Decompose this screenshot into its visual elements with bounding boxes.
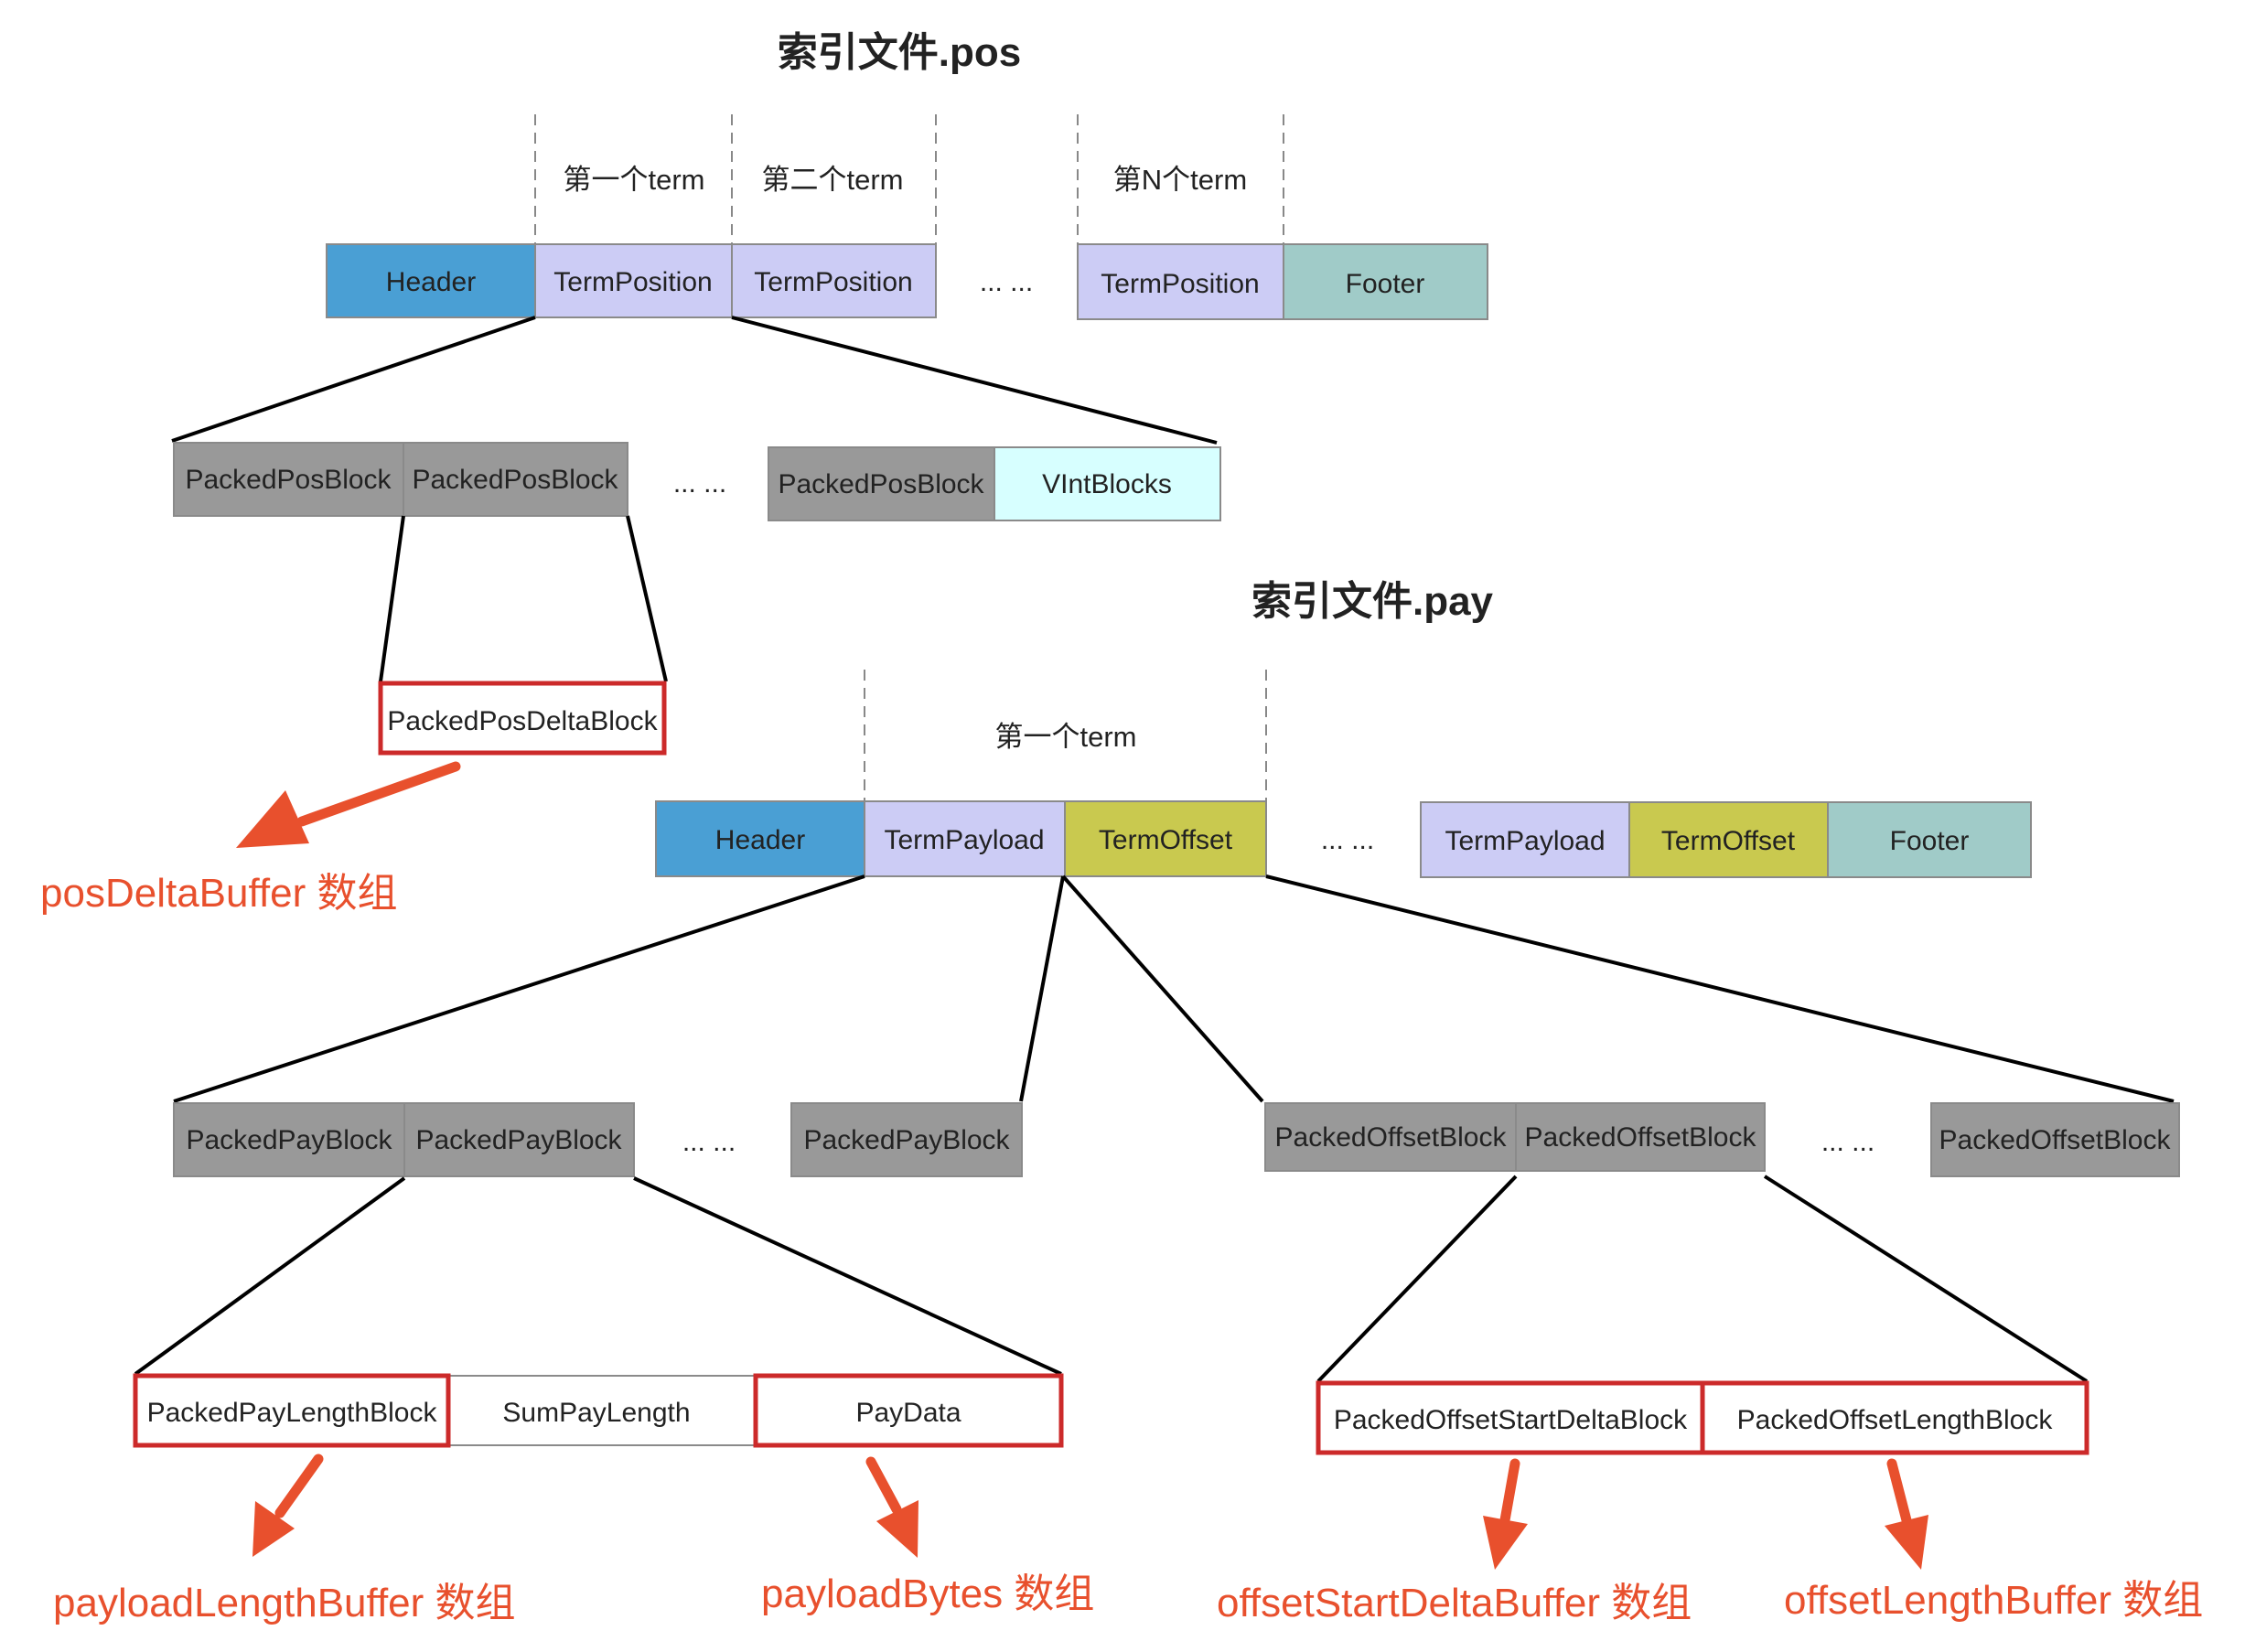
pay-packedpayblock-2: PackedPayBlock (403, 1102, 635, 1177)
pay-expand-line-1 (173, 874, 865, 1103)
pay-packedoffsetblock-label-n: PackedOffsetBlock (1939, 1125, 2172, 1155)
offset-start-delta-block-label: PackedOffsetStartDeltaBlock (1334, 1405, 1688, 1435)
pos-footer-block: Footer (1283, 243, 1488, 320)
pay-zoom-line-left (134, 1176, 406, 1376)
pay-termpayload-label-n: TermPayload (1445, 826, 1605, 856)
pos-packedposblock-label-2: PackedPosBlock (412, 465, 618, 495)
pay-packedpayblock-label-1: PackedPayBlock (186, 1125, 392, 1155)
pay-termpayload-block-n: TermPayload (1420, 801, 1630, 878)
pos-termposition-block-1: TermPosition (534, 243, 733, 318)
pay-packedoffsetblock-label-1: PackedOffsetBlock (1275, 1122, 1508, 1153)
pos-term-label-1: 第一个term (564, 164, 705, 196)
pos-term-label-2: 第二个term (762, 164, 904, 196)
pay-termpayload-block-1: TermPayload (864, 800, 1066, 877)
pos-termposition-block-n: TermPosition (1077, 243, 1284, 320)
pos-termposition-label-2: TermPosition (754, 267, 912, 297)
pos-footer-label: Footer (1346, 269, 1425, 299)
pos-header-label: Header (386, 267, 476, 297)
offset-zoom-line-left (1316, 1175, 1518, 1383)
pay-footer-block: Footer (1827, 801, 2032, 878)
pay-packedpayblock-1: PackedPayBlock (173, 1102, 405, 1177)
pos-packedposblock-label-n: PackedPosBlock (778, 469, 984, 499)
offset-length-block-label: PackedOffsetLengthBlock (1737, 1405, 2054, 1435)
payload-length-arrow (252, 1454, 324, 1557)
offset-start-delta-arrow (1483, 1458, 1528, 1570)
pay-termoffset-label-n: TermOffset (1661, 826, 1796, 856)
pay-expand-line-2 (1019, 875, 1065, 1102)
pay-header-block: Header (655, 800, 865, 877)
pos-title: 索引文件.pos (778, 30, 1021, 75)
pay-termpayload-label-1: TermPayload (884, 825, 1044, 855)
pos-zoom-line-left (379, 515, 405, 682)
pos-expand-line-right (731, 316, 1218, 445)
payload-bytes-note: payloadBytes 数组 (761, 1572, 1094, 1616)
pay-term-dividers (864, 670, 1267, 801)
pos-termposition-block-2: TermPosition (731, 243, 937, 318)
payload-bytes-arrow (865, 1456, 918, 1558)
pay-term-label: 第一个term (995, 721, 1137, 753)
offset-length-note: offsetLengthBuffer 数组 (1784, 1578, 2203, 1623)
pay-packedpayblock-label-2: PackedPayBlock (415, 1125, 622, 1155)
pos-packedposblock-1: PackedPosBlock (173, 442, 404, 517)
pay-footer-label: Footer (1890, 826, 1970, 856)
pos-termposition-label-1: TermPosition (553, 267, 712, 297)
pay-header-label: Header (715, 825, 805, 855)
pos-delta-note: posDeltaBuffer 数组 (40, 871, 397, 916)
pay-packedoffsetblock-2: PackedOffsetBlock (1515, 1102, 1766, 1172)
pos-zoom-line-right (626, 515, 668, 682)
pos-header-block: Header (326, 243, 536, 318)
offset-start-delta-note: offsetStartDeltaBuffer 数组 (1217, 1581, 1692, 1625)
pay-zoom-line-right (633, 1176, 1062, 1376)
pos-expand-line-left (171, 316, 536, 443)
sum-pay-length-label: SumPayLength (502, 1398, 690, 1428)
pos-term-dividers (534, 114, 1284, 244)
pos-delta-block-label: PackedPosDeltaBlock (387, 706, 658, 736)
pay-packedpayblock-n: PackedPayBlock (790, 1102, 1023, 1177)
pay-detail-row: PackedPayLengthBlock SumPayLength PayDat… (133, 1373, 1064, 1448)
pos-packedposblock-label-1: PackedPosBlock (185, 465, 392, 495)
pay-expand-line-4 (1265, 874, 2175, 1103)
pay-packedoffsetblock-label-2: PackedOffsetBlock (1525, 1122, 1757, 1153)
pay-packedoffsetblock-n: PackedOffsetBlock (1930, 1102, 2180, 1177)
pos-row-ellipsis: ... ... (980, 267, 1033, 297)
pay-expand-line-3 (1061, 874, 1264, 1103)
pos-termposition-label-n: TermPosition (1101, 269, 1259, 299)
pay-length-block-label: PackedPayLengthBlock (147, 1398, 438, 1428)
pay-termoffset-block-n: TermOffset (1628, 801, 1829, 878)
pay-offset-ellipsis: ... ... (1821, 1127, 1874, 1157)
pay-termoffset-label-1: TermOffset (1099, 825, 1233, 855)
pay-termoffset-block-1: TermOffset (1064, 800, 1267, 877)
payload-length-note: payloadLengthBuffer 数组 (53, 1581, 516, 1625)
offset-zoom-line-right (1763, 1175, 2089, 1383)
offset-detail-row: PackedOffsetStartDeltaBlock PackedOffset… (1316, 1380, 2089, 1455)
offset-length-arrow (1885, 1458, 1928, 1570)
pos-packedposblock-n: PackedPosBlock (768, 446, 995, 521)
pay-packedpayblock-label-n: PackedPayBlock (803, 1125, 1010, 1155)
pay-title: 索引文件.pay (1251, 579, 1494, 624)
pay-blocks-ellipsis: ... ... (682, 1127, 736, 1157)
pos-vintblocks: VIntBlocks (994, 446, 1221, 521)
pay-packedoffsetblock-1: PackedOffsetBlock (1264, 1102, 1517, 1172)
pos-delta-block: PackedPosDeltaBlock (378, 681, 667, 756)
pos-delta-arrow (236, 761, 461, 848)
pos-term-label-n: 第N个term (1113, 164, 1247, 196)
pos-packedposblock-2: PackedPosBlock (403, 442, 628, 517)
pos-vintblocks-label: VIntBlocks (1042, 469, 1172, 499)
pos-blocks-ellipsis: ... ... (673, 468, 726, 499)
pay-data-label: PayData (855, 1398, 961, 1428)
pay-row-ellipsis: ... ... (1321, 825, 1374, 855)
